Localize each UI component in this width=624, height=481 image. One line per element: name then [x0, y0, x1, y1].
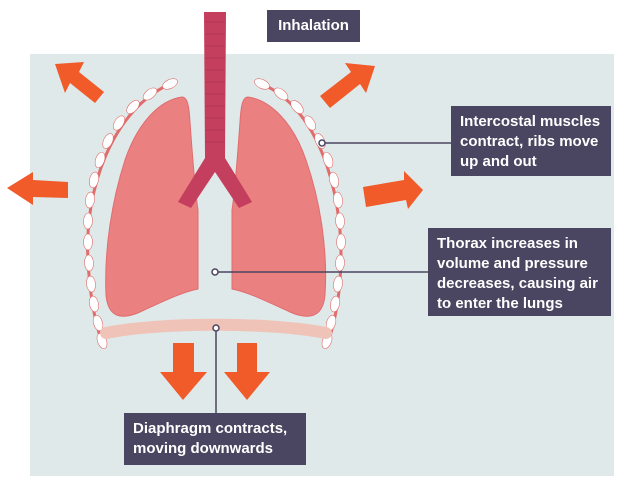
intercostal-callout: Intercostal muscles contract, ribs move …	[451, 106, 611, 176]
arrow-upper-right	[320, 63, 375, 108]
arrow-down-right	[224, 343, 270, 400]
thorax-line-4: to enter the lungs	[437, 295, 563, 312]
intercostal-line-3: up and out	[460, 153, 537, 170]
thorax-line-3: decreases, causing air	[437, 275, 598, 292]
left-lung	[105, 96, 199, 317]
diaphragm-line-2: moving downwards	[133, 440, 274, 457]
diaphragm-callout: Diaphragm contracts, moving downwards	[124, 413, 306, 465]
intercostal-line-1: Intercostal muscles	[460, 113, 601, 130]
title-label: Inhalation	[267, 10, 360, 42]
intercostal-marker	[318, 139, 326, 147]
leader-lines	[211, 139, 451, 413]
thorax-callout: Thorax increases in volume and pressure …	[428, 228, 611, 316]
arrow-right	[363, 171, 423, 209]
diaphragm-line-1: Diaphragm contracts,	[133, 420, 288, 437]
trachea	[178, 12, 252, 208]
right-lung	[231, 96, 327, 317]
thorax-line-2: volume and pressure	[437, 255, 588, 272]
thorax-line-1: Thorax increases in	[437, 235, 578, 252]
intercostal-line-2: contract, ribs move	[460, 133, 599, 150]
title-text: Inhalation	[278, 17, 349, 34]
thorax-marker	[211, 268, 219, 276]
outward-arrows	[7, 62, 423, 400]
arrow-down-left	[160, 343, 207, 400]
arrow-left	[7, 172, 68, 205]
rib-cage-right	[254, 78, 346, 349]
rib-cage-left	[83, 78, 178, 349]
diaphragm-marker	[212, 324, 220, 332]
arrow-upper-left	[55, 62, 104, 103]
